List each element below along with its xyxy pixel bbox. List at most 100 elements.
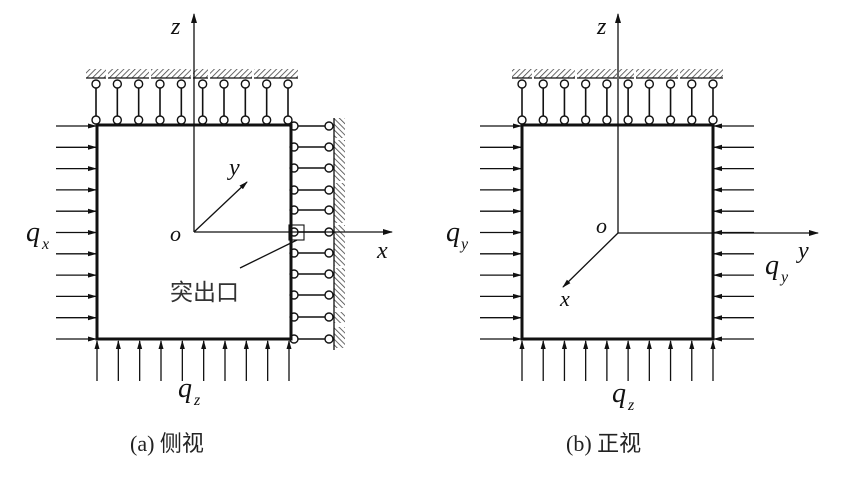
y-axis-label: y — [227, 155, 240, 181]
protrusion-label: 突出口 — [170, 280, 239, 306]
pin-joint — [324, 312, 334, 322]
load-label-bottom: q — [612, 378, 626, 409]
pin-joint — [91, 115, 101, 125]
wall-hatch — [334, 268, 345, 308]
pin-joint — [219, 79, 229, 89]
ground-hatch — [619, 69, 634, 78]
pin-joint — [261, 79, 272, 89]
top-link-supports — [91, 79, 293, 125]
pin-joint — [240, 115, 251, 125]
pin-joint — [580, 79, 591, 89]
load-label-bottom: q — [178, 373, 192, 404]
pin-joint — [687, 79, 697, 89]
ground-hatch — [636, 69, 678, 78]
pin-joint — [559, 79, 570, 89]
ground-hatch — [512, 69, 532, 78]
pin-joint — [324, 334, 334, 344]
z-axis-label: z — [170, 14, 181, 40]
caption-a: (a) 侧视 — [130, 431, 204, 456]
ground-hatch — [108, 69, 149, 78]
wall-hatch — [334, 118, 345, 138]
wall-hatch — [334, 225, 345, 266]
x-axis — [562, 232, 619, 288]
load-label-bottom-sub: z — [193, 392, 201, 409]
pin-joint — [133, 115, 144, 125]
origin-label: o — [596, 213, 607, 238]
pin-joint — [580, 115, 591, 125]
pin-joint — [283, 79, 293, 89]
pin-joint — [602, 115, 612, 125]
load-label-left-sub: x — [41, 236, 49, 253]
right-fixed-support — [333, 118, 345, 350]
load-label-right: q — [765, 250, 779, 281]
pin-joint — [623, 115, 633, 125]
pin-joint — [197, 115, 208, 125]
pin-joint — [112, 79, 123, 89]
pin-joint — [708, 79, 718, 89]
pin-joint — [602, 79, 612, 89]
wall-hatch — [334, 327, 345, 348]
pin-joint — [517, 79, 527, 89]
left-load-arrows — [56, 123, 97, 342]
leader-line — [239, 239, 298, 269]
pin-joint — [324, 185, 334, 195]
ground-hatch — [254, 69, 276, 78]
pin-joint — [176, 115, 187, 125]
pin-joint — [261, 115, 272, 125]
pin-joint — [240, 79, 251, 89]
x-axis-label: x — [376, 238, 388, 264]
pin-joint — [538, 115, 548, 125]
pin-joint — [644, 115, 655, 125]
top-fixed-support — [86, 69, 298, 79]
ground-hatch — [577, 69, 617, 78]
y-axis-label: y — [796, 238, 809, 264]
pin-joint — [112, 115, 123, 125]
pin-joint — [324, 290, 334, 300]
pin-joint — [644, 79, 655, 89]
pin-joint — [665, 115, 676, 125]
ground-hatch — [534, 69, 575, 78]
load-label-left-sub: y — [459, 236, 469, 253]
ground-hatch — [276, 69, 298, 78]
pin-joint — [324, 269, 334, 279]
pin-joint — [155, 115, 165, 125]
bottom-load-arrows — [519, 340, 716, 381]
panel-b-front-view: z y x o q y q y q z (b) 正视 — [446, 13, 819, 456]
ground-hatch — [701, 69, 723, 78]
y-axis — [193, 181, 248, 233]
pin-joint — [176, 79, 187, 89]
top-link-supports — [517, 79, 718, 125]
pin-joint — [538, 79, 548, 89]
load-label-left: q — [446, 217, 460, 248]
wall-hatch — [334, 183, 345, 223]
pin-joint — [219, 115, 229, 125]
ground-hatch — [193, 69, 208, 78]
pin-joint — [91, 79, 101, 89]
pin-joint — [324, 205, 334, 215]
pin-joint — [155, 79, 165, 89]
pin-joint — [324, 248, 334, 258]
ground-hatch — [210, 69, 252, 78]
origin-label: o — [170, 221, 181, 246]
ground-hatch — [86, 69, 106, 78]
pin-joint — [687, 115, 697, 125]
caption-b: (b) 正视 — [566, 431, 641, 456]
pin-joint — [559, 115, 570, 125]
pin-joint — [517, 115, 527, 125]
x-axis-label: x — [559, 286, 570, 311]
load-label-bottom-sub: z — [627, 397, 635, 414]
pin-joint — [197, 79, 208, 89]
z-axis-label: z — [596, 14, 607, 40]
wall-hatch — [334, 140, 345, 181]
pin-joint — [708, 115, 718, 125]
pin-joint — [324, 163, 334, 173]
wall-hatch — [334, 312, 345, 323]
pin-joint — [324, 142, 334, 152]
bottom-load-arrows — [94, 340, 292, 381]
pin-joint — [324, 121, 334, 131]
pin-joint — [623, 79, 633, 89]
pin-joint — [133, 79, 144, 89]
ground-hatch — [680, 69, 702, 78]
pin-joint — [665, 79, 676, 89]
